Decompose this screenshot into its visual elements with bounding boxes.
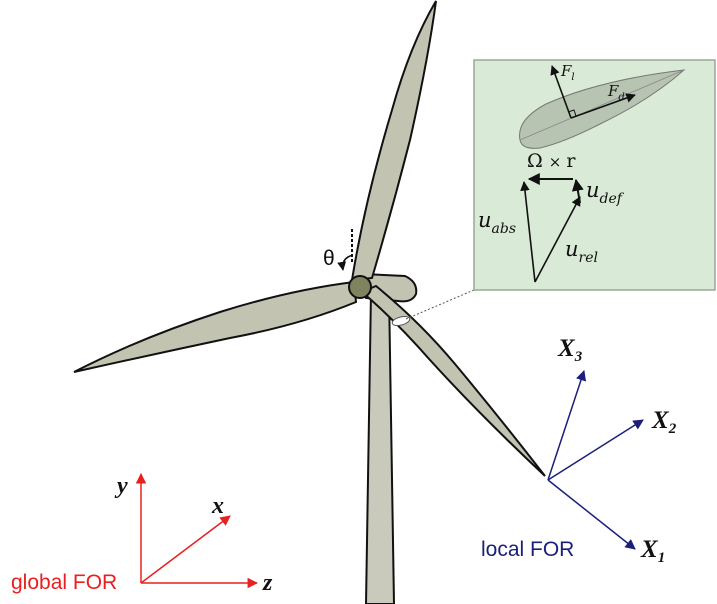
drag-force-arrow [570, 93, 636, 119]
global-axis-x-arrow [140, 515, 231, 584]
svg-text:X1: X1 [640, 536, 665, 566]
svg-text:Fd: Fd [607, 82, 625, 103]
global-axis-y-label: y [114, 473, 128, 499]
relative-velocity-label: urel [565, 237, 598, 266]
svg-text:urel: urel [565, 237, 598, 266]
theta-label: θ [323, 247, 335, 270]
global-frame-caption: global FOR [11, 571, 117, 594]
lift-force-label: Fl [560, 62, 575, 83]
blade-lower-right [360, 284, 546, 477]
blade-left [73, 280, 358, 373]
relative-velocity-arrow [534, 196, 581, 283]
global-axis-x-label: x [211, 493, 224, 519]
global-axis-z-label: z [262, 570, 273, 596]
svg-text:uabs: uabs [478, 208, 516, 237]
blade-section-inset [473, 59, 716, 291]
absolute-velocity-arrow [520, 181, 536, 283]
svg-text:X2: X2 [651, 407, 677, 437]
airfoil [519, 69, 686, 149]
deformation-velocity-arrow [571, 178, 584, 204]
svg-text:Ω×r: Ω×r [527, 150, 576, 172]
local-axis-x1-label: X1 [640, 536, 665, 566]
svg-text:X3: X3 [557, 335, 583, 365]
rotation-velocity-label: Ω×r [527, 150, 576, 172]
blade-upper [350, 0, 437, 282]
local-axis-x1-arrow [547, 479, 636, 550]
airfoil-chord-line [519, 69, 685, 141]
theta-arc-arrow [337, 254, 354, 271]
deformation-velocity-label: udef [586, 178, 625, 207]
local-frame-caption: local FOR [481, 538, 574, 561]
drag-force-label: Fd [607, 82, 625, 103]
local-axis-x2-label: X2 [651, 407, 677, 437]
blade-section-marker [391, 315, 411, 327]
svg-text:Fl: Fl [560, 62, 575, 83]
svg-text:udef: udef [586, 178, 625, 207]
hub [348, 275, 372, 299]
local-axis-x2-arrow [547, 419, 644, 481]
local-axis-x3-label: X3 [557, 335, 583, 365]
right-angle-mark [567, 109, 577, 117]
inset-leader-line [405, 289, 475, 320]
tower [364, 291, 396, 604]
absolute-velocity-label: uabs [478, 208, 516, 237]
lift-force-arrow [550, 65, 572, 119]
local-axis-x3-arrow [547, 370, 587, 481]
